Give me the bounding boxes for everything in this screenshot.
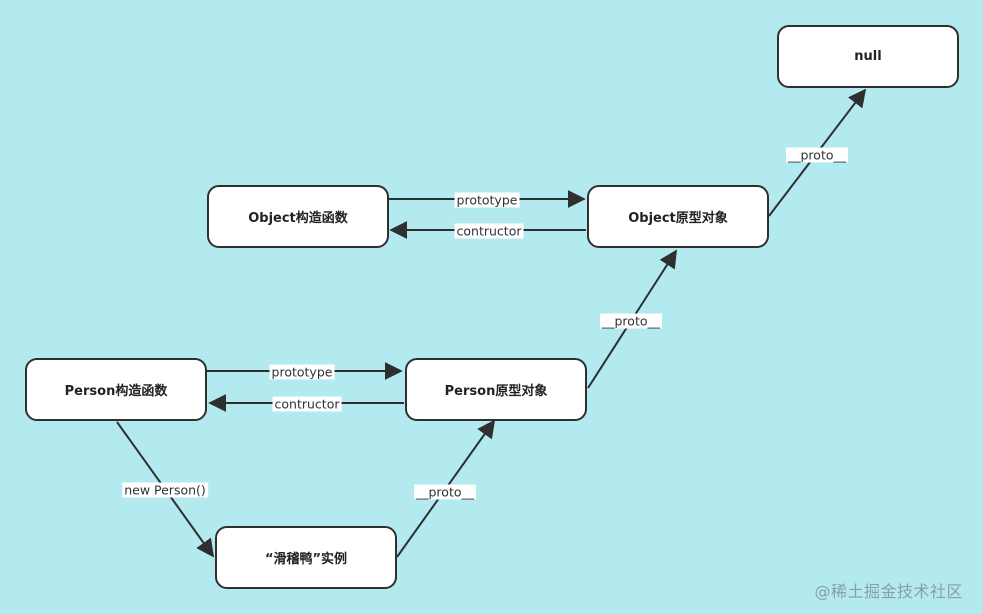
label-person-prototype: prototype xyxy=(269,364,335,380)
label-new-person: new Person() xyxy=(122,482,208,498)
node-object-prototype[interactable]: Object原型对象 xyxy=(587,185,769,248)
node-null[interactable]: null xyxy=(777,25,959,88)
label-object-prototype: prototype xyxy=(454,192,520,208)
label-person-contructor: contructor xyxy=(272,396,342,412)
label-object-proto-null: __proto__ xyxy=(786,147,848,163)
watermark: @稀土掘金技术社区 xyxy=(814,582,963,601)
node-person-prototype[interactable]: Person原型对象 xyxy=(405,358,587,421)
label-instance-proto: __proto__ xyxy=(414,484,476,500)
node-instance[interactable]: “滑稽鸭”实例 xyxy=(215,526,397,589)
node-person-constructor[interactable]: Person构造函数 xyxy=(25,358,207,421)
label-object-contructor: contructor xyxy=(454,223,524,239)
label-person-proto-object-proto: __proto__ xyxy=(600,313,662,329)
node-object-constructor[interactable]: Object构造函数 xyxy=(207,185,389,248)
